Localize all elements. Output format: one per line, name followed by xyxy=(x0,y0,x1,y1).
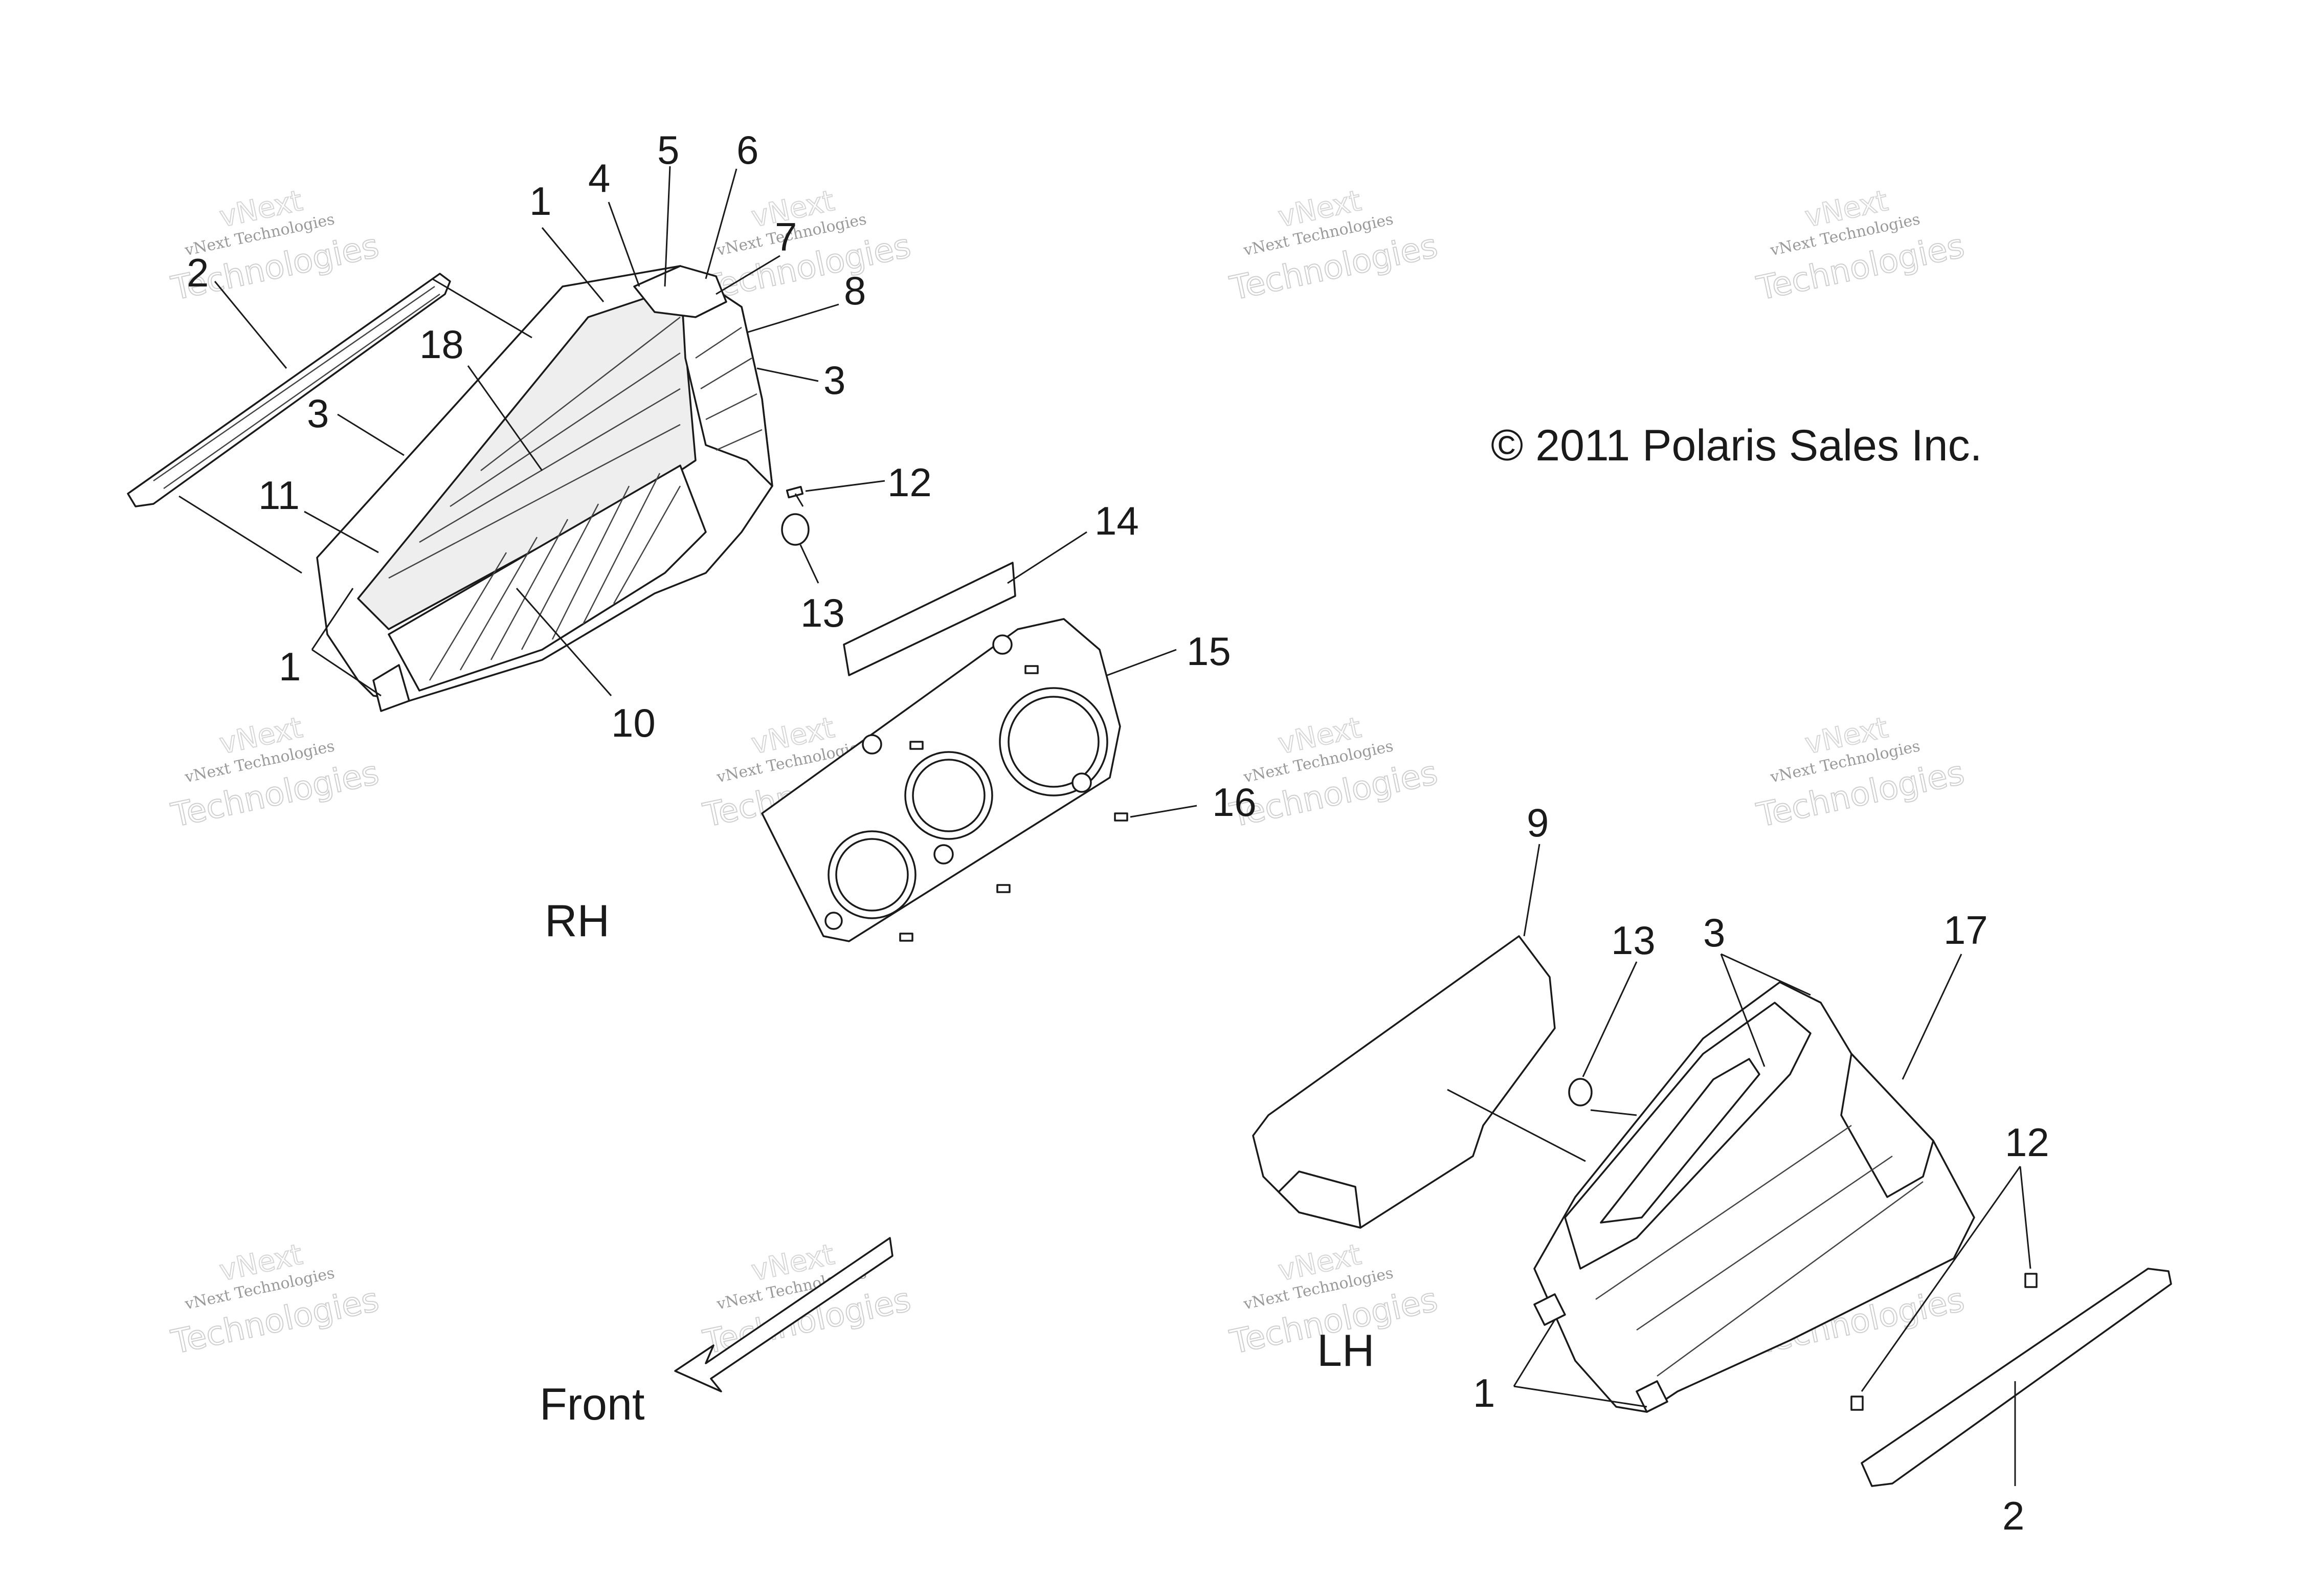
callout-2: 2 xyxy=(2002,1493,2024,1538)
callout-7: 7 xyxy=(775,214,797,259)
callout-4: 4 xyxy=(588,156,610,201)
storage-liner-9 xyxy=(1252,935,1556,1229)
screw-16 xyxy=(1114,812,1128,822)
trim-strip-rh-detail xyxy=(153,285,440,490)
callout-13: 13 xyxy=(800,590,845,635)
screw-lh-12 xyxy=(2024,1273,2038,1288)
view-label-rh: RH xyxy=(545,895,610,946)
callout-3: 3 xyxy=(823,358,845,403)
bezel-boss xyxy=(1071,772,1092,793)
callout-10: 10 xyxy=(611,700,656,745)
callout-14: 14 xyxy=(1094,498,1139,543)
clip-lh-1 xyxy=(1533,1293,1566,1326)
dash-side-hatch xyxy=(695,326,763,451)
trim-strip-lh xyxy=(1861,1268,2172,1487)
gauge-panel-assembly xyxy=(761,562,1128,942)
dash-top-face-rh xyxy=(357,285,697,630)
bezel-boss xyxy=(862,734,882,755)
callout-15: 15 xyxy=(1187,629,1231,674)
gauge-left-ring xyxy=(835,838,909,912)
view-label-front: Front xyxy=(540,1379,644,1429)
callout-3: 3 xyxy=(307,391,329,436)
callout-9: 9 xyxy=(1527,800,1549,845)
clip-lh-1 xyxy=(1636,1380,1668,1413)
callout-3: 3 xyxy=(1703,910,1725,955)
dash-panel-lh-right-edge xyxy=(1840,1053,1934,1198)
screw-16 xyxy=(909,741,924,750)
grommet-rh-13 xyxy=(781,513,810,546)
lh-assembly xyxy=(1252,935,2172,1487)
bezel-boss xyxy=(933,844,954,865)
callout-11: 11 xyxy=(258,473,300,518)
callout-1: 1 xyxy=(279,644,301,689)
gauge-right-ring xyxy=(1008,696,1100,788)
screw-16 xyxy=(1024,665,1039,674)
dash-panel-lh-lines xyxy=(1595,1124,1924,1377)
grommet-lh-13 xyxy=(1568,1078,1593,1106)
screw-16 xyxy=(899,933,913,942)
callout-17: 17 xyxy=(1943,907,1988,953)
decal-14 xyxy=(843,562,1016,676)
leader-lines xyxy=(178,166,2031,1486)
dash-bracket-rh xyxy=(633,265,727,318)
callout-12: 12 xyxy=(887,460,932,505)
dash-top-face-lines xyxy=(388,317,681,579)
callout-13: 13 xyxy=(1611,918,1656,963)
storage-liner-9-face xyxy=(1278,1170,1361,1229)
callout-5: 5 xyxy=(657,127,679,172)
dash-side-panel-rh xyxy=(679,265,773,487)
dash-clip-rh xyxy=(372,664,410,712)
callout-1: 1 xyxy=(529,179,551,224)
callout-2: 2 xyxy=(187,250,209,295)
callout-16: 16 xyxy=(1212,780,1257,825)
screw-16 xyxy=(996,884,1011,893)
gauge-center-ring xyxy=(912,759,986,832)
bezel-boss xyxy=(992,634,1013,655)
screw-lh-12 xyxy=(1850,1396,1864,1411)
callout-numbers: 1 2 4 5 6 7 8 3 18 3 11 1 10 12 13 14 15… xyxy=(187,127,2049,1538)
screw-rh-12 xyxy=(786,485,804,507)
dash-panel-lh-tray xyxy=(1600,1058,1760,1224)
rh-assembly xyxy=(127,265,810,712)
dash-front-face-rh xyxy=(388,464,707,692)
callout-8: 8 xyxy=(844,268,866,313)
view-label-lh: LH xyxy=(1317,1325,1375,1376)
callout-6: 6 xyxy=(736,127,758,172)
bezel-boss xyxy=(824,912,843,930)
callout-1: 1 xyxy=(1473,1370,1495,1415)
dash-front-face-hatch xyxy=(429,473,681,681)
copyright-notice: © 2011 Polaris Sales Inc. xyxy=(1491,421,1982,470)
callout-18: 18 xyxy=(419,322,464,367)
callout-12: 12 xyxy=(2005,1120,2049,1165)
front-direction-arrow xyxy=(674,1237,893,1392)
